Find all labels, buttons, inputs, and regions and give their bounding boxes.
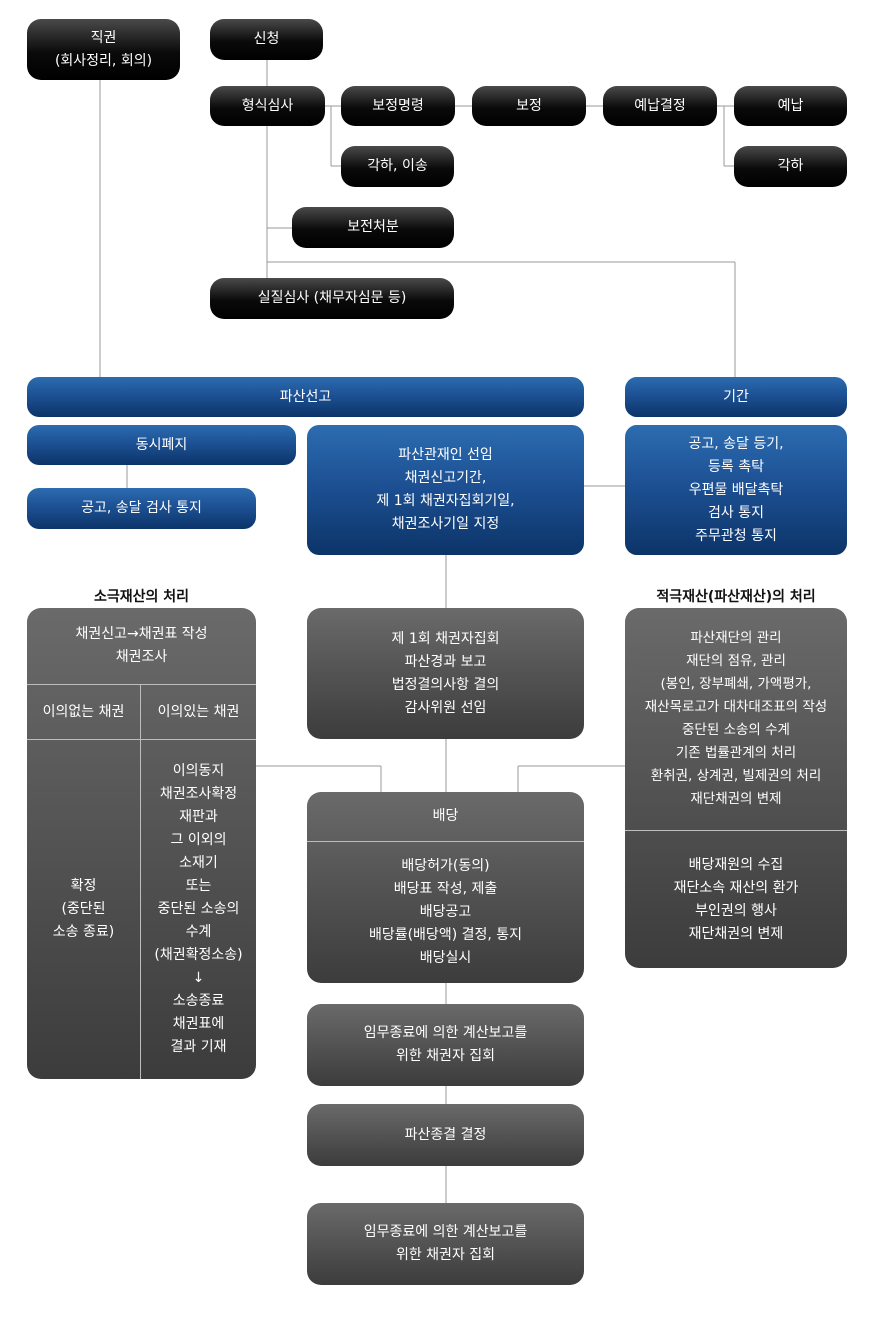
sincheong-label: 신청 [253, 31, 280, 47]
undisputed-body-cell: 확정 (중단된 소송 종료) [27, 740, 141, 1079]
sincheong-box: 신청 [210, 19, 323, 60]
positive-top-label: 파산재단의 관리 재단의 점유, 관리 (봉인, 장부폐쇄, 가액평가, 재산목… [644, 630, 828, 807]
gwanjae-label: 파산관재인 선임 채권신고기간, 제 1회 채권자집회기일, 채권조사기일 지정 [376, 447, 515, 532]
disputed-claims-cell: 이의있는 채권 [141, 685, 256, 740]
gakha-label: 각하 [777, 158, 804, 174]
jikgwon-box: 직권 (회사정리, 회의) [27, 19, 180, 80]
report-meeting-label-2: 임무종료에 의한 계산보고를 위한 채권자 집회 [363, 1224, 528, 1263]
positive-assets-panel: 파산재단의 관리 재단의 점유, 관리 (봉인, 장부폐쇄, 가액평가, 재산목… [625, 608, 847, 968]
disputed-claims-label: 이의있는 채권 [157, 703, 240, 720]
positive-assets-header: 적극재산(파산재산)의 처리 [656, 589, 816, 605]
disputed-body-cell: 이의동지 채권조사확정 재판과 그 이외의 소재기 또는 중단된 소송의 수계 … [141, 740, 256, 1079]
gigan-label: 기간 [723, 388, 749, 405]
pasan-seongo-box: 파산선고 [27, 377, 584, 417]
termination-label: 파산종결 결정 [404, 1126, 487, 1143]
bojeong-box: 보정 [472, 86, 586, 126]
undisputed-claims-label: 이의없는 채권 [42, 703, 125, 720]
siljil-box: 실질심사 (채무자심문 등) [210, 278, 454, 319]
yenap-box: 예납 [734, 86, 847, 126]
hyeongsik-label: 형식심사 [241, 97, 294, 114]
undisputed-body-label: 확정 (중단된 소송 종료) [52, 878, 115, 940]
negative-assets-panel: 채권신고→채권표 작성 채권조사 이의없는 채권 이의있는 채권 확정 (중단된… [27, 608, 256, 1079]
dongsi-notice-box: 공고, 송달 검사 통지 [27, 488, 256, 529]
disputed-body-label: 이의동지 채권조사확정 재판과 그 이외의 소재기 또는 중단된 소송의 수계 … [154, 763, 243, 1055]
positive-top-cell: 파산재단의 관리 재단의 점유, 관리 (봉인, 장부폐쇄, 가액평가, 재산목… [625, 608, 847, 831]
gwanjae-box: 파산관재인 선임 채권신고기간, 제 1회 채권자집회기일, 채권조사기일 지정 [307, 425, 584, 555]
dongsi-notice-label: 공고, 송달 검사 통지 [81, 500, 202, 516]
bojeon-box: 보전처분 [292, 207, 454, 248]
yenap-gyeoljeong-box: 예납결정 [603, 86, 717, 126]
gigan-notice-label: 공고, 송달 등기, 등록 촉탁 우편물 배달촉탁 검사 통지 주무관청 통지 [688, 435, 784, 544]
negative-top-cell: 채권신고→채권표 작성 채권조사 [27, 608, 256, 685]
positive-bottom-label: 배당재원의 수집 재단소속 재산의 환가 부인권의 행사 재단채권의 변제 [673, 856, 799, 942]
baedang-body-label: 배당허가(동의) 배당표 작성, 제출 배당공고 배당률(배당액) 결정, 통지… [368, 858, 523, 966]
bojeong-label: 보정 [516, 97, 542, 114]
termination-box: 파산종결 결정 [307, 1104, 584, 1166]
first-meeting-box: 제 1회 채권자집회 파산경과 보고 법정결의사항 결의 감사위원 선임 [307, 608, 584, 739]
baedang-title-label: 배당 [432, 808, 459, 824]
siljil-label: 실질심사 (채무자심문 등) [257, 290, 407, 306]
report-meeting-box-2: 임무종료에 의한 계산보고를 위한 채권자 집회 [307, 1203, 584, 1285]
report-meeting-label-1: 임무종료에 의한 계산보고를 위한 채권자 집회 [363, 1025, 528, 1064]
bojeong-myeongnyeong-box: 보정명령 [341, 86, 455, 126]
bojeon-label: 보전처분 [347, 219, 399, 235]
bojeong-myeongnyeong-label: 보정명령 [372, 97, 424, 114]
undisputed-claims-cell: 이의없는 채권 [27, 685, 141, 740]
baedang-body-cell: 배당허가(동의) 배당표 작성, 제출 배당공고 배당률(배당액) 결정, 통지… [307, 842, 584, 983]
gakha-isong-box: 각하, 이송 [341, 146, 454, 187]
gakha-box: 각하 [734, 146, 847, 187]
yenap-label: 예납 [777, 97, 804, 114]
gigan-box: 기간 [625, 377, 847, 417]
negative-top-label: 채권신고→채권표 작성 채권조사 [75, 626, 208, 665]
first-meeting-label: 제 1회 채권자집회 파산경과 보고 법정결의사항 결의 감사위원 선임 [391, 630, 500, 716]
baedang-title-cell: 배당 [307, 792, 584, 842]
dongsi-label: 동시폐지 [135, 436, 188, 453]
jikgwon-label: 직권 (회사정리, 회의) [54, 29, 153, 69]
positive-bottom-cell: 배당재원의 수집 재단소속 재산의 환가 부인권의 행사 재단채권의 변제 [625, 831, 847, 968]
pasan-seongo-label: 파산선고 [279, 388, 332, 405]
gigan-notice-box: 공고, 송달 등기, 등록 촉탁 우편물 배달촉탁 검사 통지 주무관청 통지 [625, 425, 847, 555]
baedang-panel: 배당 배당허가(동의) 배당표 작성, 제출 배당공고 배당률(배당액) 결정,… [307, 792, 584, 983]
report-meeting-box-1: 임무종료에 의한 계산보고를 위한 채권자 집회 [307, 1004, 584, 1086]
hyeongsik-box: 형식심사 [210, 86, 325, 126]
yenap-gyeoljeong-label: 예납결정 [634, 97, 686, 114]
negative-assets-header: 소극재산의 처리 [93, 589, 190, 605]
gakha-isong-label: 각하, 이송 [367, 158, 428, 174]
dongsi-box: 동시폐지 [27, 425, 296, 465]
